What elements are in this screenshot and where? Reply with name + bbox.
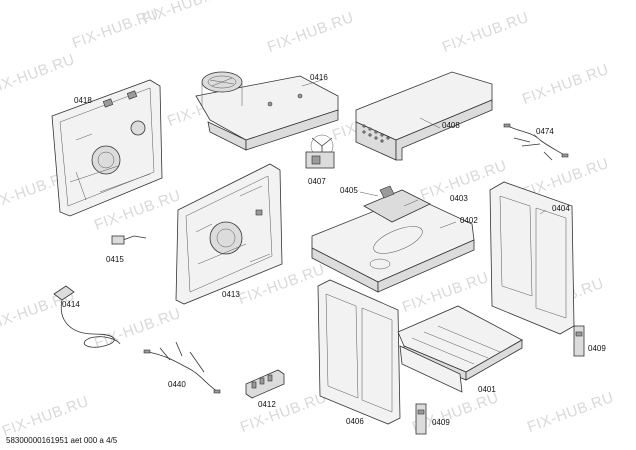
part-label-0407: 0407 [308,177,326,186]
rear-panel-drawing [175,163,283,305]
cable-clip-drawing [111,235,147,245]
part-label-0413: 0413 [222,290,240,299]
leader-lines [301,79,547,229]
part-label-0416: 0416 [310,73,328,82]
base-plate-drawing [311,185,475,293]
part-label-0409-bottom: 0409 [432,418,450,427]
mains-cable-drawing [53,285,121,348]
part-label-0474: 0474 [536,127,554,136]
part-label-0408: 0408 [442,121,460,130]
part-label-0404: 0404 [552,204,570,213]
part-label-0409-right: 0409 [588,344,606,353]
wire-harness-0440-drawing [143,341,221,394]
part-label-0412: 0412 [258,400,276,409]
part-label-0405: 0405 [340,186,358,195]
part-label-0418: 0418 [74,96,92,105]
right-side-wall-drawing [489,181,575,335]
hinge-right-drawing [573,325,585,357]
part-label-0402: 0402 [460,216,478,225]
document-reference: 58300000161951 aet 000 a 4/5 [6,436,118,445]
hinge-bottom-drawing [415,403,427,435]
back-panel-drawing [51,79,163,217]
part-label-0401: 0401 [478,385,496,394]
part-label-0406: 0406 [346,417,364,426]
top-cover-drawing [195,71,339,151]
part-label-0403: 0403 [450,194,468,203]
terminal-block-drawing [245,369,285,399]
fan-motor-drawing [305,134,335,169]
part-label-0440: 0440 [168,380,186,389]
bottom-frame-drawing [397,305,523,393]
top-frame-drawing [355,71,493,161]
left-side-wall-drawing [317,279,401,425]
part-label-0415: 0415 [106,255,124,264]
part-label-0414: 0414 [62,300,80,309]
